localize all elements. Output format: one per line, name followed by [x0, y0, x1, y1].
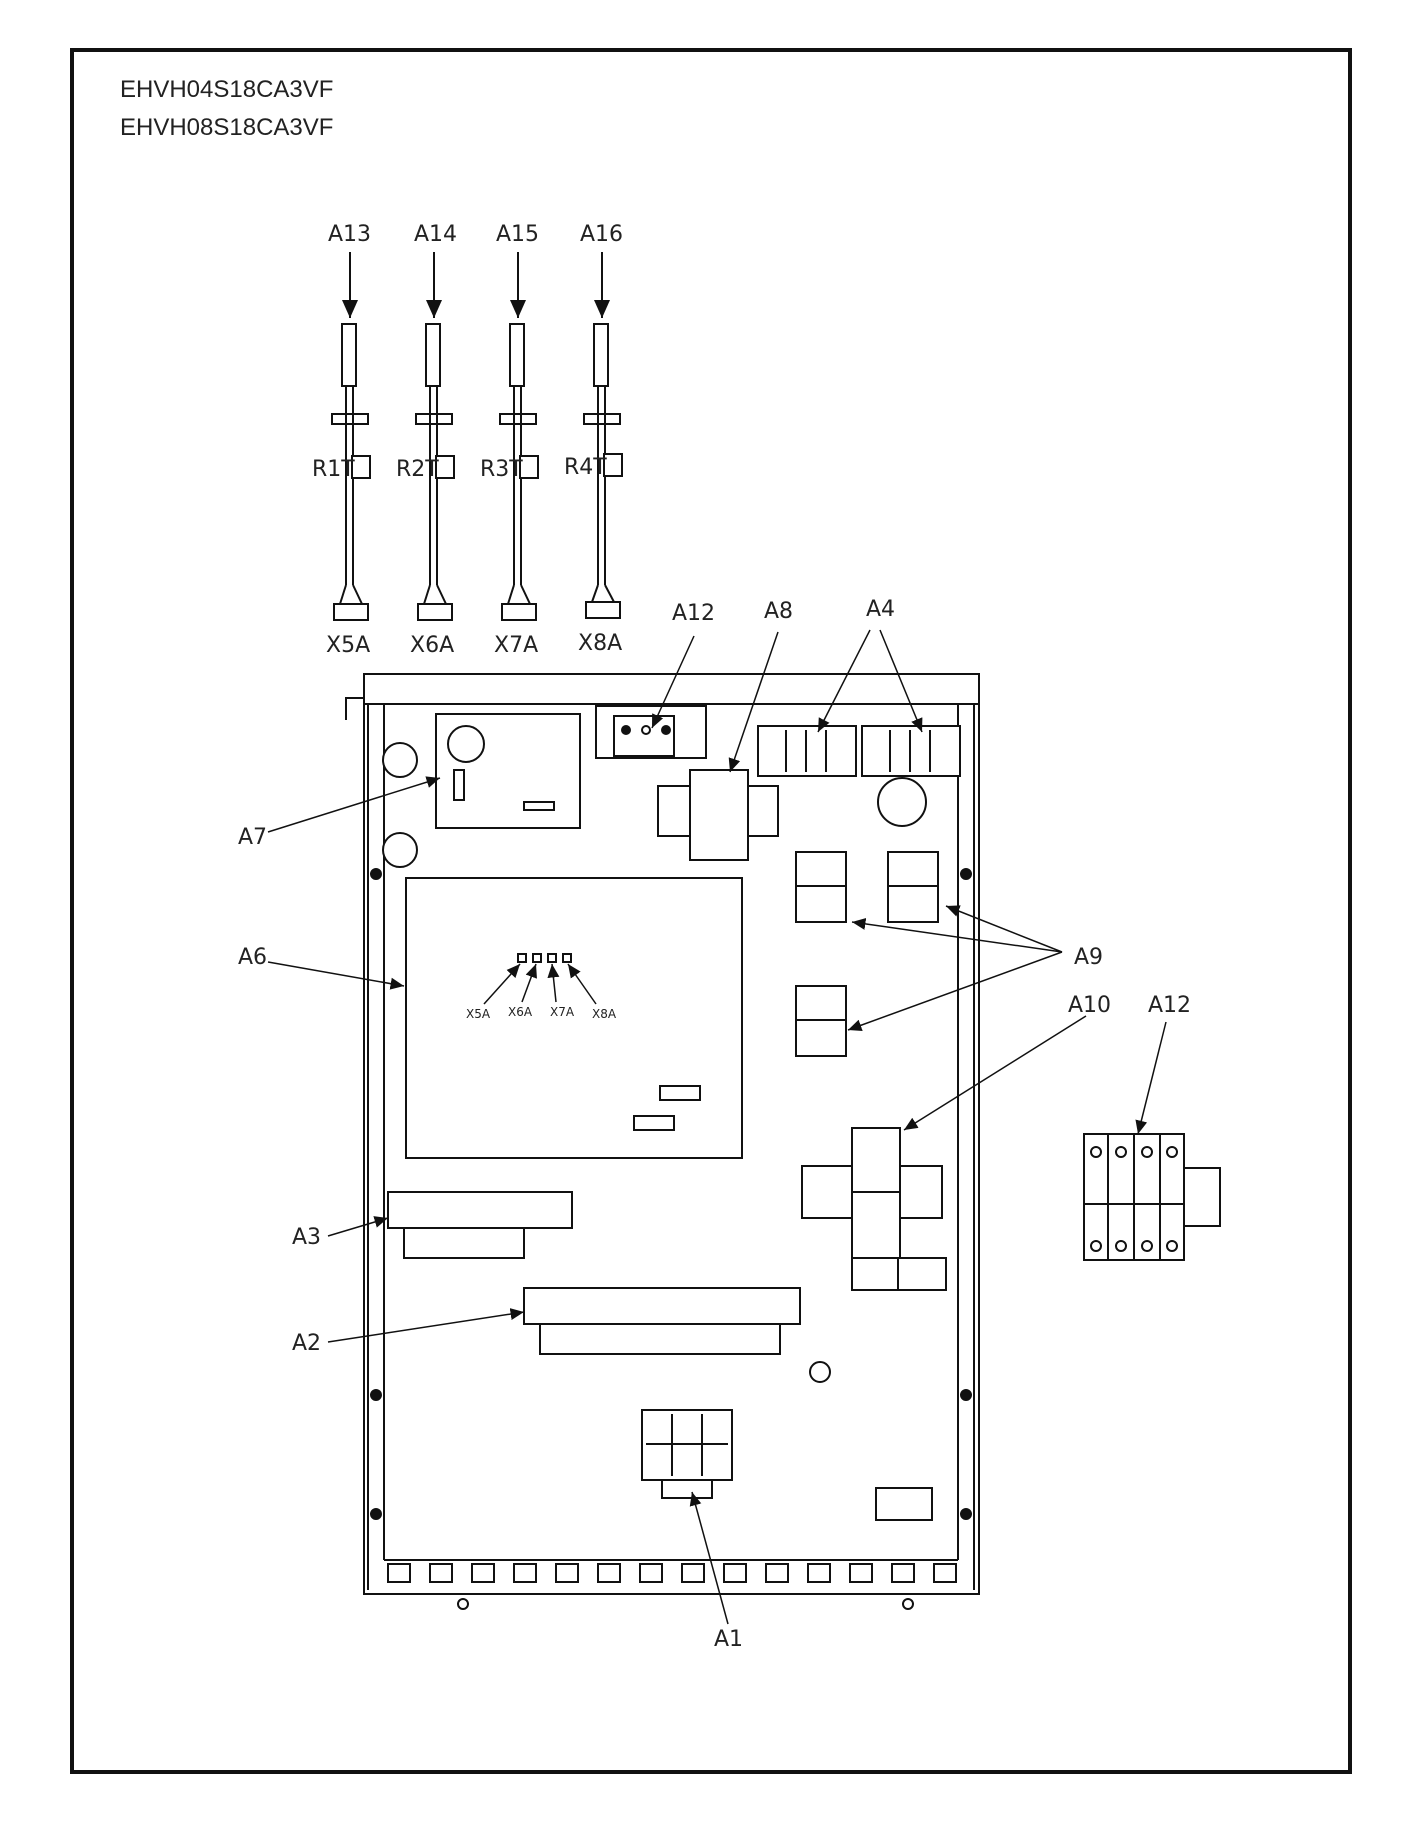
label-a10: A10	[1068, 993, 1111, 1018]
board-label-x8a: X8A	[592, 1007, 617, 1021]
component-a7	[382, 713, 581, 868]
label-r1t: R1T	[312, 457, 355, 482]
label-a12-side: A12	[1148, 993, 1191, 1018]
component-a6-pcb	[405, 877, 743, 1159]
diagram-frame	[70, 48, 1352, 1774]
sensor-probes	[331, 252, 623, 621]
model-name-1: EHVH04S18CA3VF	[120, 76, 334, 103]
sensor-probe-a13	[331, 252, 371, 621]
label-a16: A16	[580, 222, 623, 247]
component-a8	[657, 769, 779, 861]
board-label-x5a: X5A	[466, 1007, 491, 1021]
label-a1: A1	[714, 1627, 743, 1652]
label-a2: A2	[292, 1331, 321, 1356]
model-name-2: EHVH08S18CA3VF	[120, 114, 334, 141]
label-a6: A6	[238, 945, 267, 970]
board-label-x7a: X7A	[550, 1005, 575, 1019]
component-a4	[757, 725, 961, 827]
label-x6a: X6A	[410, 633, 454, 658]
component-a2	[523, 1287, 831, 1383]
component-a9	[795, 851, 939, 1057]
label-a9: A9	[1074, 945, 1103, 970]
sensor-probe-a16	[583, 252, 623, 619]
label-r3t: R3T	[480, 457, 523, 482]
component-a10	[801, 1127, 947, 1291]
sensor-probe-a15	[499, 252, 539, 621]
label-r2t: R2T	[396, 457, 439, 482]
label-x8a: X8A	[578, 631, 622, 656]
leader-lines	[267, 629, 1167, 1625]
component-a3	[387, 1191, 573, 1259]
label-a3: A3	[292, 1225, 321, 1250]
label-a15: A15	[496, 222, 539, 247]
label-a4: A4	[866, 597, 895, 622]
label-a12-top: A12	[672, 601, 715, 626]
board-label-x6a: X6A	[508, 1005, 533, 1019]
label-x5a: X5A	[326, 633, 370, 658]
label-a7: A7	[238, 825, 267, 850]
label-a8: A8	[764, 599, 793, 624]
switch-box	[345, 673, 980, 1610]
label-a13: A13	[328, 222, 371, 247]
component-a1	[641, 1409, 933, 1521]
bottom-terminals	[387, 1563, 957, 1583]
label-r4t: R4T	[564, 455, 607, 480]
label-a14: A14	[414, 222, 457, 247]
component-a12-side	[1083, 1133, 1221, 1261]
sensor-probe-a14	[415, 252, 455, 621]
component-a12-top	[595, 705, 707, 759]
label-x7a: X7A	[494, 633, 538, 658]
